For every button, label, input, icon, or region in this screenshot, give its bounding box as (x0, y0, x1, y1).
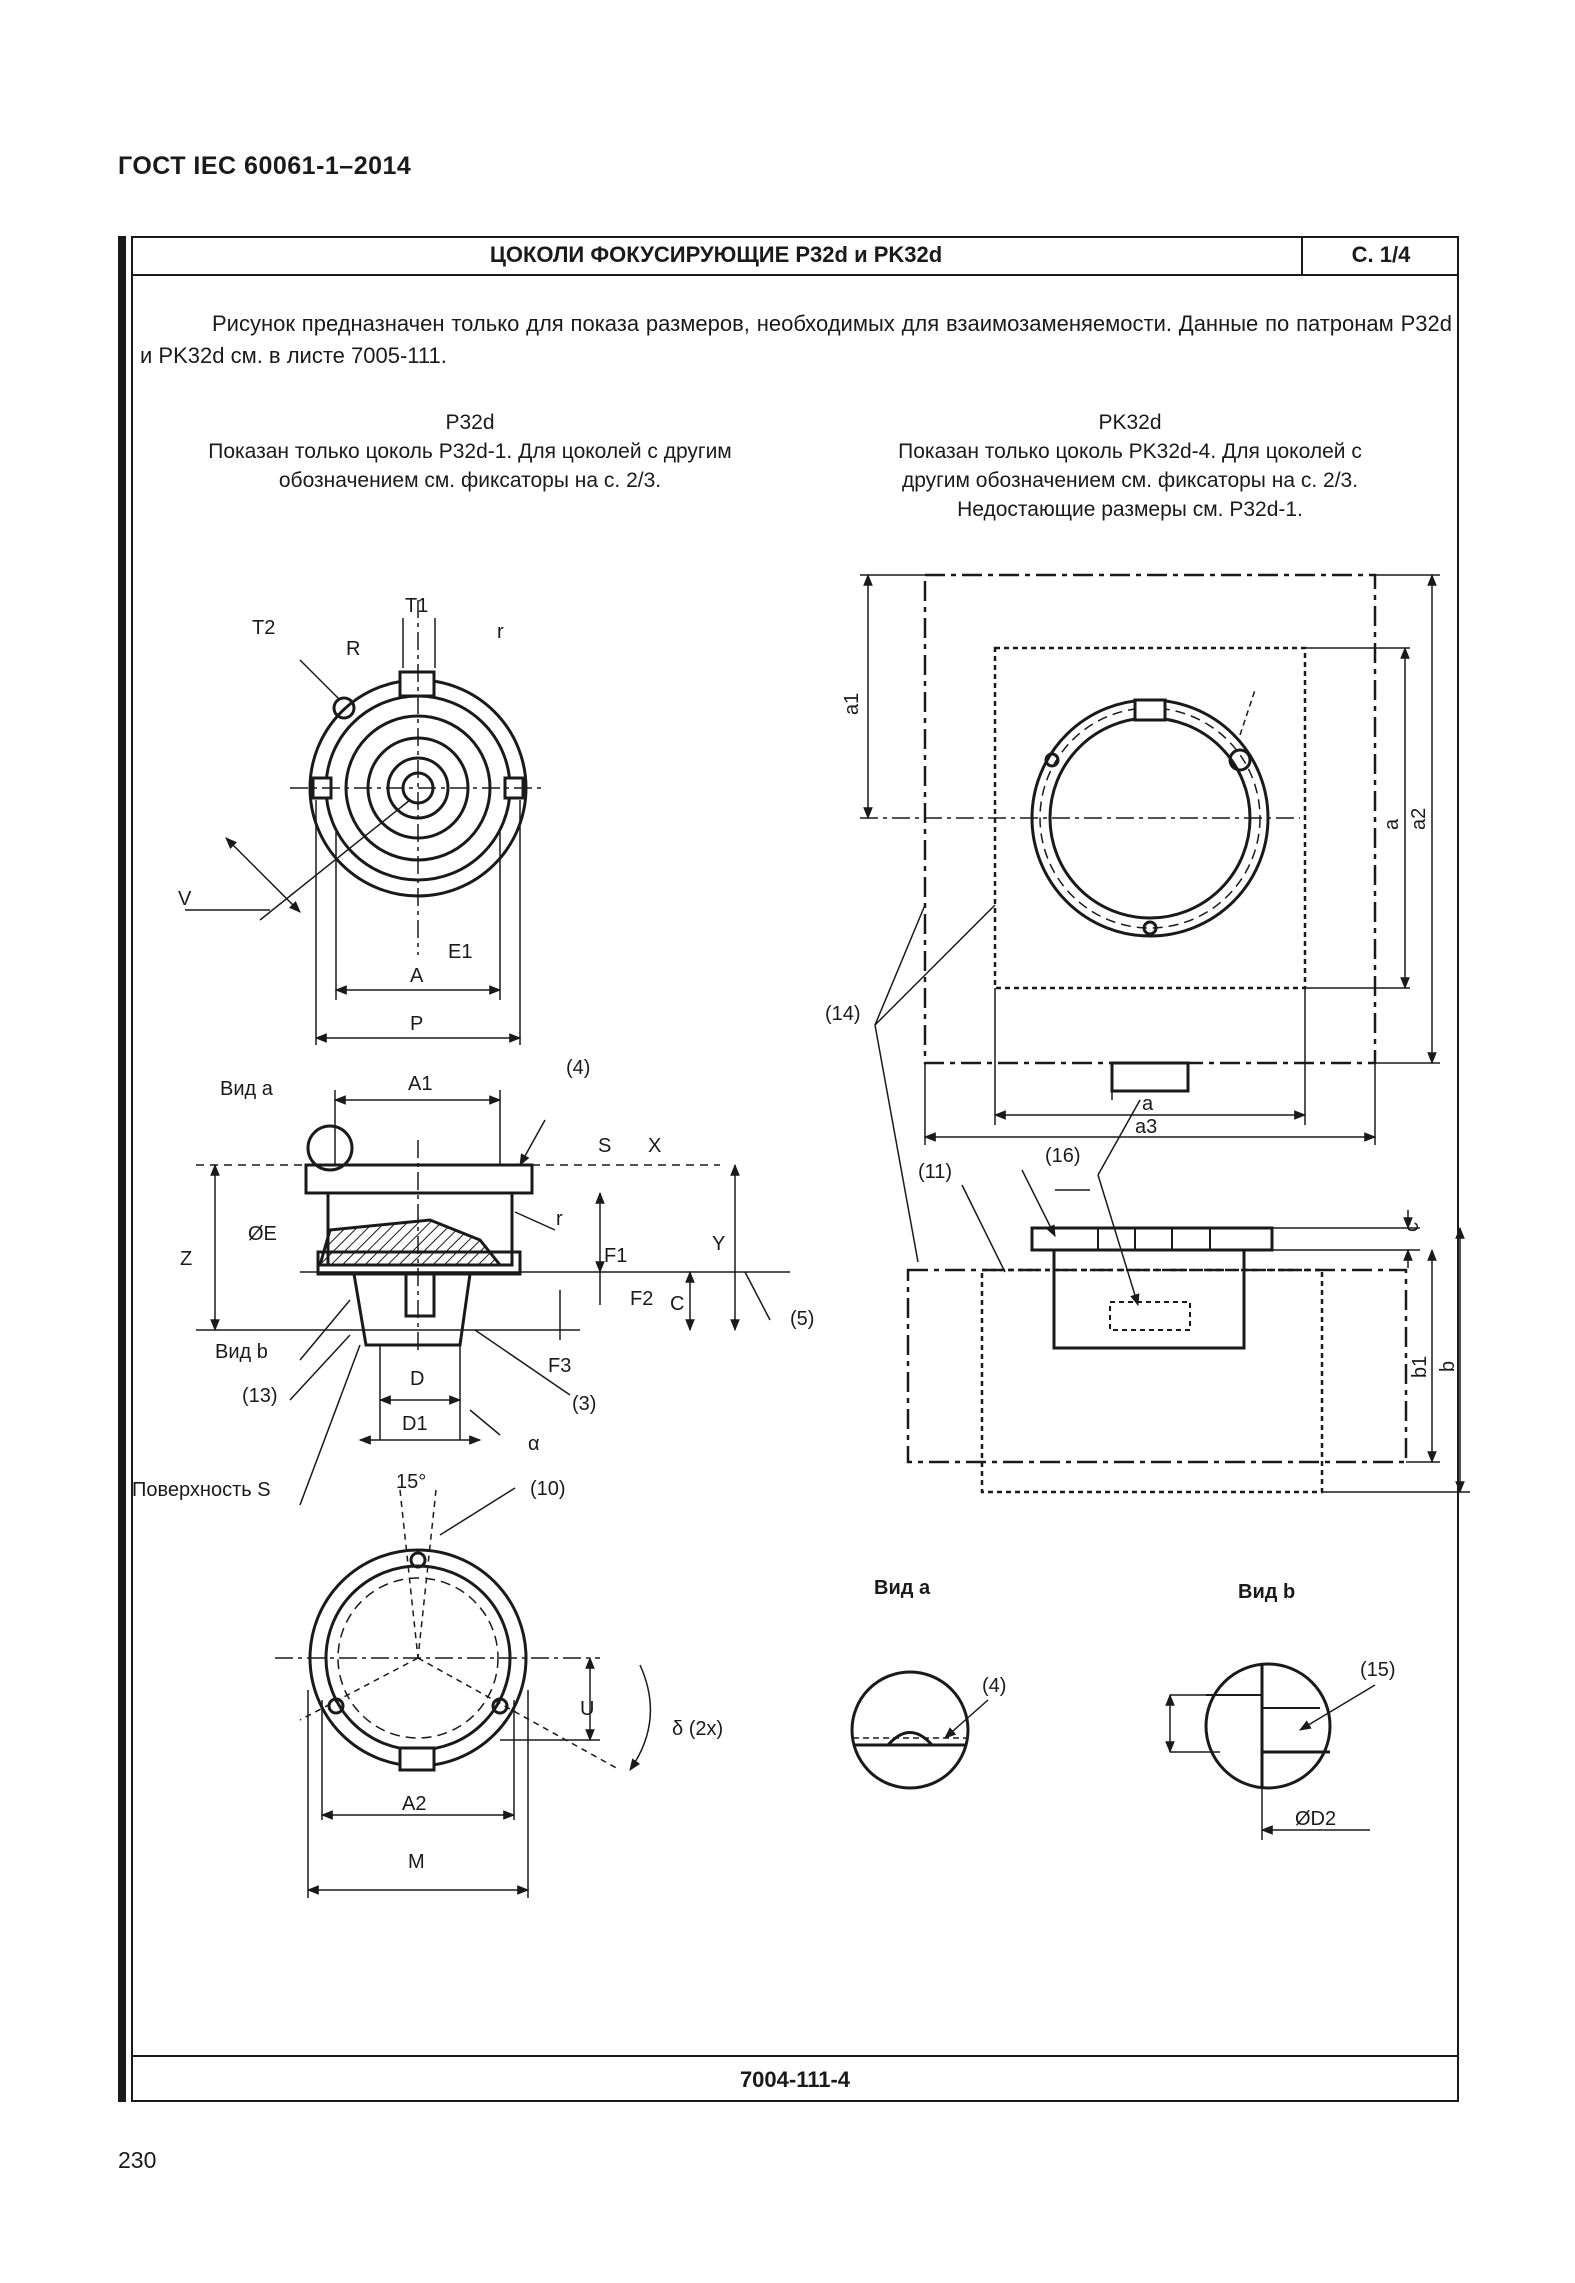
caption-pk32d-line3: Недостающие размеры см. P32d-1. (957, 498, 1303, 521)
sheet-page-indicator: С. 1/4 (1351, 242, 1411, 267)
caption-p32d-name: P32d (445, 411, 495, 434)
caption-p32d-line1: Показан только цоколь P32d-1. Для цоколе… (208, 440, 732, 463)
sheet-footer-row: 7004-111-4 (131, 2055, 1459, 2102)
sheet-frame (131, 236, 1459, 2102)
sheet-code: 7004-111-4 (739, 2067, 851, 2092)
frame-side-bar (118, 236, 126, 2102)
caption-pk32d-name: PK32d (1098, 411, 1162, 434)
caption-pk32d-line1: Показан только цоколь PK32d-4. Для цокол… (898, 440, 1362, 463)
caption-pk32d: PK32d Показан только цоколь PK32d-4. Для… (830, 408, 1430, 524)
caption-p32d-line2: обозначением см. фиксаторы на с. 2/3. (278, 469, 662, 492)
page-number: 230 (118, 2147, 157, 2173)
sheet-title-row: ЦОКОЛИ ФОКУСИРУЮЩИЕ P32d и PK32d С. 1/4 (131, 236, 1459, 276)
caption-p32d: P32d Показан только цоколь P32d-1. Для ц… (150, 408, 790, 495)
caption-pk32d-line2: другим обозначением см. фиксаторы на с. … (901, 469, 1359, 492)
document-header: ГОСТ IEC 60061-1–2014 (118, 152, 412, 180)
sheet-title: ЦОКОЛИ ФОКУСИРУЮЩИЕ P32d и PK32d (131, 236, 1303, 274)
intro-paragraph: Рисунок предназначен только для показа р… (140, 311, 1452, 368)
